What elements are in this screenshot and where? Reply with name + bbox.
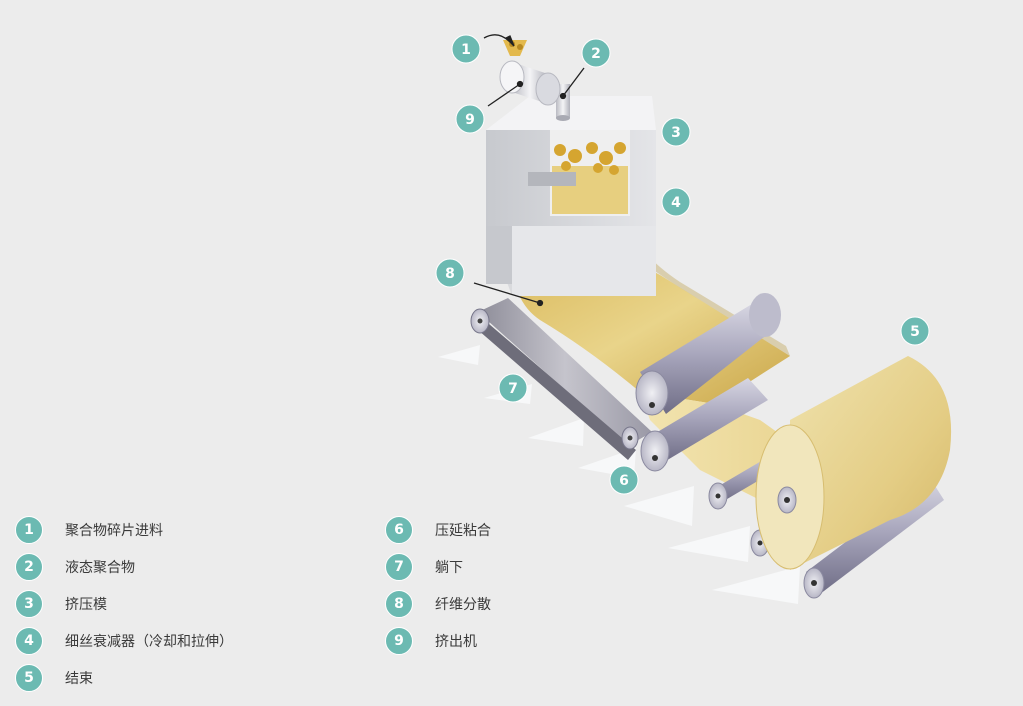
callout-2: 2 [581, 38, 611, 68]
callout-7: 7 [498, 373, 528, 403]
legend-badge: 9 [385, 627, 413, 655]
calender-roller-upper [635, 293, 781, 416]
legend-label: 液态聚合物 [65, 560, 135, 576]
legend-label: 细丝衰减器（冷却和拉伸） [65, 634, 233, 650]
polymer-chips-in-die [554, 142, 626, 175]
callout-leader-lines [473, 34, 585, 307]
legend-item-1: 1 聚合物碎片进料 [15, 515, 163, 545]
legend-badge: 3 [15, 590, 43, 618]
legend-item-8: 8 纤维分散 [385, 589, 491, 619]
svg-text:1: 1 [461, 42, 471, 58]
legend-badge: 4 [15, 627, 43, 655]
callout-9: 9 [455, 104, 485, 134]
legend-item-6: 6 压延粘合 [385, 515, 491, 545]
legend-badge: 7 [385, 553, 413, 581]
svg-text:8: 8 [445, 266, 455, 282]
legend-label: 纤维分散 [435, 597, 491, 613]
legend-badge: 5 [15, 664, 43, 692]
legend-badge: 1 [15, 516, 43, 544]
legend-label: 挤出机 [435, 634, 477, 650]
legend-label: 压延粘合 [435, 523, 491, 539]
callout-3: 3 [661, 117, 691, 147]
svg-text:9: 9 [465, 112, 475, 128]
svg-text:3: 3 [671, 125, 681, 141]
legend-label: 聚合物碎片进料 [65, 523, 163, 539]
legend-item-2: 2 液态聚合物 [15, 552, 135, 582]
svg-text:7: 7 [508, 381, 518, 397]
extruder [499, 40, 570, 121]
wound-fabric-roll [755, 356, 952, 570]
callout-6: 6 [609, 465, 639, 495]
svg-text:6: 6 [619, 473, 629, 489]
svg-text:5: 5 [910, 324, 920, 340]
spinneret-machine [486, 96, 656, 296]
conveyor-belt [470, 298, 652, 460]
legend-label: 结束 [65, 671, 93, 687]
callout-4: 4 [661, 187, 691, 217]
legend-item-4: 4 细丝衰减器（冷却和拉伸） [15, 626, 233, 656]
callout-badges: 1 2 3 4 5 6 7 8 9 [435, 34, 930, 495]
callout-5: 5 [900, 316, 930, 346]
callout-1: 1 [451, 34, 481, 64]
legend-item-3: 3 挤压模 [15, 589, 107, 619]
callout-8: 8 [435, 258, 465, 288]
legend-item-5: 5 结束 [15, 663, 93, 693]
legend-badge: 6 [385, 516, 413, 544]
legend-badge: 8 [385, 590, 413, 618]
calender-roller-lower [640, 378, 768, 472]
legend-label: 挤压模 [65, 597, 107, 613]
legend-item-7: 7 躺下 [385, 552, 463, 582]
legend-label: 躺下 [435, 560, 463, 576]
svg-text:4: 4 [671, 195, 681, 211]
legend-item-9: 9 挤出机 [385, 626, 477, 656]
legend-badge: 2 [15, 553, 43, 581]
svg-text:2: 2 [591, 46, 601, 62]
